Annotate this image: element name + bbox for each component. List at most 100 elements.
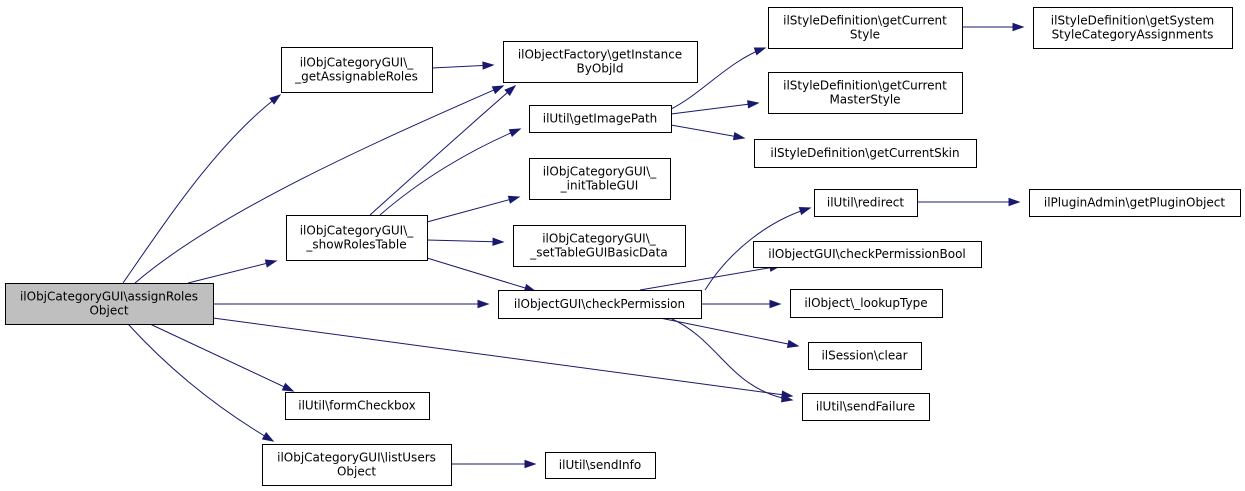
arrowhead-icon: [524, 459, 537, 469]
node-setTableGUIBasicData[interactable]: ilObjCategoryGUI\__setTableGUIBasicData: [513, 225, 686, 267]
node-box: [814, 189, 918, 217]
node-box: [808, 342, 922, 370]
node-label: MasterStyle: [829, 93, 900, 107]
node-box: [513, 225, 686, 267]
arrowhead-icon: [508, 128, 522, 137]
node-label: ilUtil\getImagePath: [543, 112, 658, 126]
arrowhead-icon: [769, 299, 782, 309]
node-sendInfo[interactable]: ilUtil\sendInfo: [545, 452, 656, 479]
edge-getImagePath-to-getCurrentMasterStyle: [670, 100, 760, 115]
edge-root-to-formCheckbox: [149, 323, 295, 392]
arrowhead-icon: [281, 382, 295, 392]
edge-line: [187, 260, 277, 284]
node-box: [262, 444, 452, 486]
edge-checkPermission-to-lookupType: [701, 299, 782, 309]
node-layer: ilObjCategoryGUI\assignRolesObjectilObjC…: [5, 7, 1241, 486]
node-label: ilUtil\redirect: [827, 196, 905, 210]
arrowhead-icon: [482, 61, 495, 70]
node-label: ilUtil\formCheckbox: [298, 399, 415, 413]
edge-line: [659, 317, 799, 347]
arrowhead-icon: [786, 339, 800, 349]
node-getCurrentSkin[interactable]: ilStyleDefinition\getCurrentSkin: [754, 139, 977, 168]
node-formCheckbox[interactable]: ilUtil\formCheckbox: [285, 392, 430, 420]
node-initTableGUI[interactable]: ilObjCategoryGUI\__initTableGUI: [529, 158, 671, 200]
node-label: Style: [850, 28, 880, 42]
edge-checkPermission-to-checkPermissionBool: [639, 263, 782, 291]
edge-line: [127, 323, 274, 442]
node-label: ilSession\clear: [821, 349, 907, 363]
node-label: ilStyleDefinition\getCurrent: [783, 14, 947, 28]
edge-line: [669, 317, 793, 401]
edge-line: [379, 128, 521, 216]
node-checkPermissionBool[interactable]: ilObjectGUI\checkPermissionBool: [753, 241, 982, 268]
arrowhead-icon: [732, 132, 746, 141]
node-getImagePath[interactable]: ilUtil\getImagePath: [529, 105, 672, 133]
node-box: [1033, 7, 1233, 49]
edge-line: [426, 196, 520, 223]
node-box: [5, 283, 214, 325]
node-box: [768, 7, 963, 49]
edge-checkPermission-to-sessionClear: [659, 317, 800, 349]
edge-line: [212, 317, 793, 397]
node-sessionClear[interactable]: ilSession\clear: [808, 342, 922, 370]
edge-line: [670, 47, 766, 110]
node-label: _showRolesTable: [305, 238, 406, 252]
arrowhead-icon: [1012, 22, 1025, 32]
node-label: ilStyleDefinition\getCurrent: [783, 79, 947, 93]
arrowhead-icon: [798, 207, 812, 216]
node-label: Object: [337, 465, 376, 479]
edge-showRolesTable-to-initTableGUI: [426, 195, 521, 223]
edge-root-to-checkPermission: [213, 299, 490, 309]
node-sendFailure[interactable]: ilUtil\sendFailure: [802, 393, 930, 421]
edge-line: [122, 94, 281, 284]
node-box: [285, 392, 430, 420]
node-showRolesTable[interactable]: ilObjCategoryGUI\__showRolesTable: [286, 215, 428, 261]
node-label: ilUtil\sendFailure: [816, 400, 915, 414]
edge-line: [426, 257, 536, 292]
edge-line: [149, 323, 294, 392]
node-box: [790, 289, 943, 318]
arrowhead-icon: [477, 299, 490, 309]
edge-redirect-to-getPluginObject: [917, 197, 1021, 207]
node-redirect[interactable]: ilUtil\redirect: [814, 189, 918, 217]
edge-line: [134, 85, 504, 284]
arrowhead-icon: [747, 100, 760, 109]
edge-showRolesTable-to-getImagePath: [379, 128, 522, 216]
edge-line: [639, 265, 781, 291]
node-label: ilObjCategoryGUI\_: [300, 56, 415, 70]
node-label: _getAssignableRoles: [294, 70, 418, 84]
node-label: ilObjCategoryGUI\_: [543, 165, 658, 179]
edge-checkPermission-to-sendFailure: [669, 317, 794, 403]
edge-getCurrentStyle-to-getSystemStyleCategoryAssignments: [962, 22, 1025, 32]
arrowhead-icon: [753, 47, 767, 56]
node-label: ilUtil\sendInfo: [559, 458, 641, 472]
node-label: ilObjCategoryGUI\assignRoles: [20, 290, 198, 304]
node-box: [545, 452, 656, 479]
arrowhead-icon: [492, 237, 505, 246]
edge-getAssignableRoles-to-getInstanceByObjId: [431, 61, 495, 70]
node-label: ilStyleDefinition\getSystem: [1051, 14, 1214, 28]
node-lookupType[interactable]: ilObject\_lookupType: [790, 289, 943, 318]
edge-line: [369, 85, 516, 216]
node-box: [286, 215, 428, 261]
node-getAssignableRoles[interactable]: ilObjCategoryGUI\__getAssignableRoles: [281, 47, 433, 93]
node-box: [281, 47, 433, 93]
node-label: ByObjId: [577, 62, 624, 76]
node-checkPermission[interactable]: ilObjectGUI\checkPermission: [498, 290, 702, 319]
node-label: Object: [89, 304, 128, 318]
node-getSystemStyleCategoryAssignments[interactable]: ilStyleDefinition\getSystemStyleCategory…: [1033, 7, 1233, 49]
node-label: _initTableGUI: [560, 179, 639, 193]
edge-showRolesTable-to-getInstanceByObjId: [369, 85, 517, 216]
edge-getImagePath-to-getCurrentSkin: [670, 124, 746, 141]
node-label: ilPluginAdmin\getPluginObject: [1044, 196, 1226, 210]
node-label: ilObject\_lookupType: [804, 296, 927, 310]
edge-listUsersObject-to-sendInfo: [451, 459, 537, 469]
arrowhead-icon: [1008, 197, 1021, 207]
node-getPluginObject[interactable]: ilPluginAdmin\getPluginObject: [1029, 189, 1241, 217]
